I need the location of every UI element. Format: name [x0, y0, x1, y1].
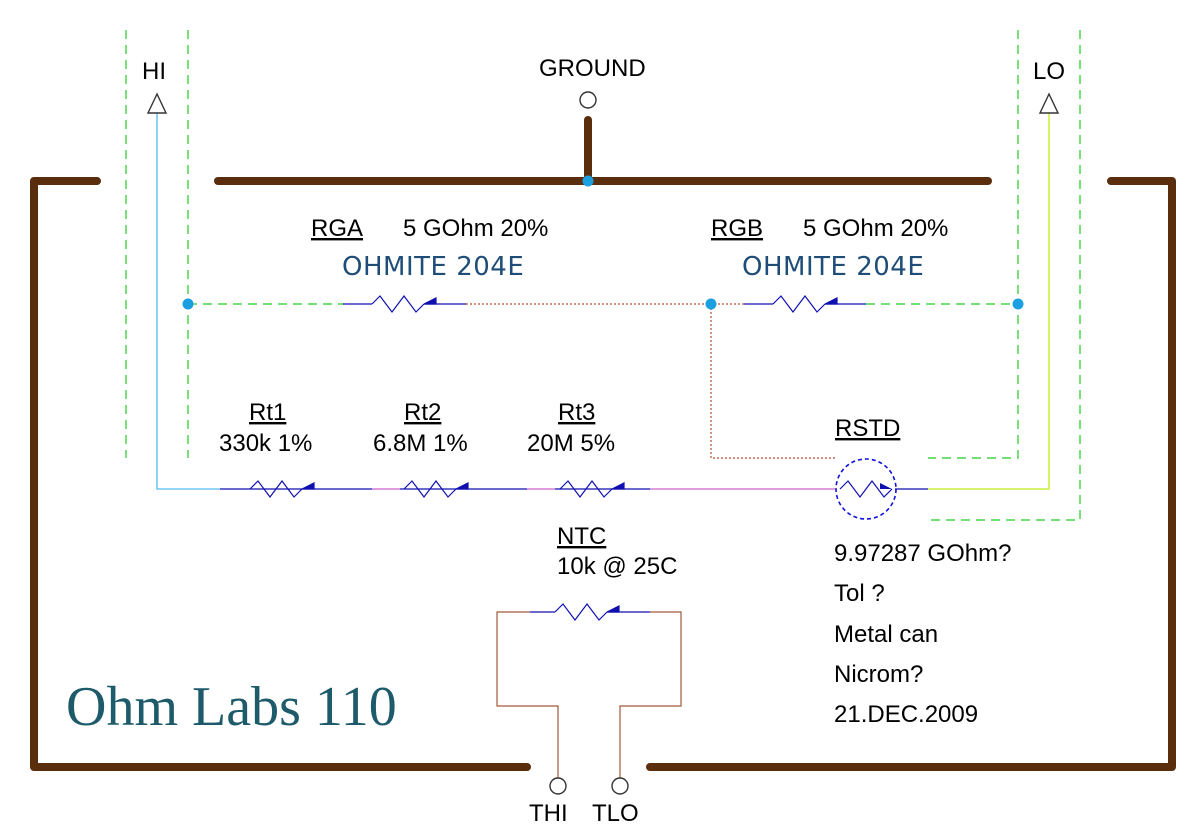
junction-left-guard [182, 298, 194, 310]
rga-rgb-link [466, 303, 835, 459]
rt1-value: 330k 1% [219, 430, 312, 457]
ntc-value: 10k @ 25C [557, 553, 677, 580]
junction-right-guard [1012, 298, 1024, 310]
guard-line-right-inner [928, 30, 1019, 459]
enclosure-right [646, 177, 1176, 771]
diagram-title: Ohm Labs 110 [66, 676, 397, 738]
resistor-rt3-symbol [559, 480, 625, 498]
enclosure-left [30, 177, 531, 771]
junction-dots [182, 175, 1024, 310]
rt1-name: Rt1 [249, 399, 286, 426]
rga-value: 5 GOhm 20% [403, 215, 548, 242]
guard-line-right-outer [928, 30, 1081, 521]
junction-ground [582, 175, 594, 187]
rga-name: RGA [311, 215, 363, 242]
tlo-label: TLO [592, 800, 639, 827]
resistor-rt1-symbol [249, 480, 315, 498]
rt3-value: 20M 5% [527, 430, 615, 457]
ntc-name: NTC [557, 523, 606, 550]
rstd-name: RSTD [835, 415, 900, 442]
ground-terminal [579, 91, 597, 109]
rstd-note-1: 9.97287 GOhm? [834, 540, 1011, 567]
thi-terminal [549, 777, 567, 795]
terminal-symbols [146, 91, 1060, 795]
enclosure [30, 116, 1176, 771]
rt3-name: Rt3 [558, 399, 595, 426]
rstd-note-4: Nicrom? [834, 661, 923, 688]
rstd-note-3: Metal can [834, 621, 938, 648]
rt2-value: 6.8M 1% [373, 430, 468, 457]
resistor-rgb-symbol [744, 295, 866, 313]
thi-label: THI [529, 800, 568, 827]
rt2-name: Rt2 [404, 399, 441, 426]
lo-terminal-arrow [1038, 92, 1060, 114]
rstd-note-2: Tol ? [834, 580, 885, 607]
resistor-rstd-symbol [835, 458, 897, 520]
lo-label: LO [1033, 58, 1065, 85]
ground-label: GROUND [539, 55, 646, 82]
rga-part: OHMITE 204E [342, 252, 524, 282]
ntc-circuit [496, 603, 682, 778]
resistor-rt2-symbol [403, 480, 469, 498]
lo-wire [928, 113, 1050, 490]
resistor-rga-symbol [343, 295, 466, 313]
rstd-note-5: 21.DEC.2009 [834, 701, 978, 728]
rgb-part: OHMITE 204E [742, 252, 924, 282]
rgb-value: 5 GOhm 20% [803, 215, 948, 242]
rgb-name: RGB [711, 215, 763, 242]
tlo-terminal [611, 777, 629, 795]
hi-wire [156, 113, 220, 490]
hi-label: HI [142, 58, 166, 85]
junction-mid [705, 298, 717, 310]
hi-terminal-arrow [146, 92, 168, 114]
guard-dashed-lines [125, 30, 1081, 521]
